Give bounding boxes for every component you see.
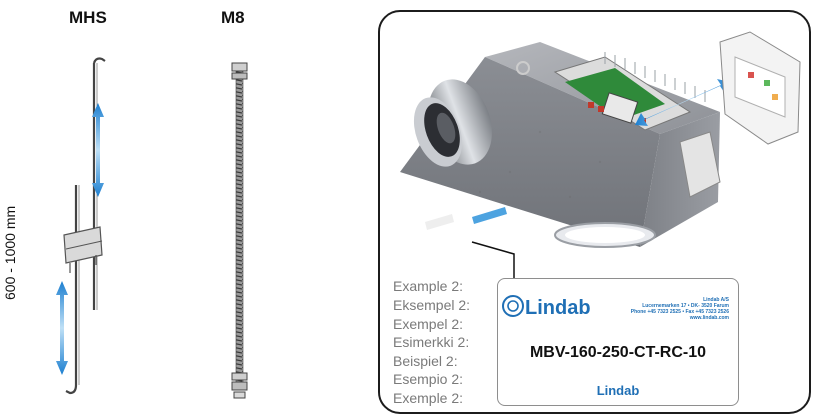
- mbv-unit-illustration: [400, 31, 801, 248]
- model-code: MBV-160-250-CT-RC-10: [529, 344, 707, 361]
- label-brand-footer: Lindab: [596, 383, 640, 398]
- address-line: Lucernemarken 17 • DK- 3520 Farum: [642, 303, 729, 309]
- mhs-hanger-illustration: [56, 57, 106, 395]
- brand-name: Lindab: [525, 297, 591, 319]
- example-line-sv: Exempel 2:: [393, 316, 464, 332]
- cover-detach-arrow: [635, 79, 730, 126]
- address-line: Lindab A/S: [703, 297, 729, 303]
- example-line-it: Esempio 2:: [393, 371, 464, 387]
- lindab-logo-icon: [502, 295, 524, 317]
- example-line-fi: Esimerkki 2:: [393, 334, 470, 350]
- address-line: Phone +45 7323 2525 • Fax +45 7323 2526: [630, 309, 729, 315]
- example-line-da: Eksempel 2:: [393, 297, 471, 313]
- upper-adjust-arrow: [92, 103, 104, 197]
- example-line-de: Beispiel 2:: [393, 353, 458, 369]
- dimension-label: 600 - 1000 mm: [2, 205, 18, 300]
- example-line-fr: Exemple 2:: [393, 390, 464, 406]
- example-line-en: Example 2:: [393, 278, 464, 294]
- mhs-header: MHS: [69, 8, 107, 27]
- lower-adjust-arrow: [56, 281, 68, 375]
- address-line: www.lindab.com: [689, 315, 729, 321]
- m8-header: M8: [221, 8, 245, 27]
- product-label-card: Lindab Lindab A/S Lucernemarken 17 • DK-…: [497, 278, 739, 406]
- m8-threaded-rod: [231, 62, 248, 399]
